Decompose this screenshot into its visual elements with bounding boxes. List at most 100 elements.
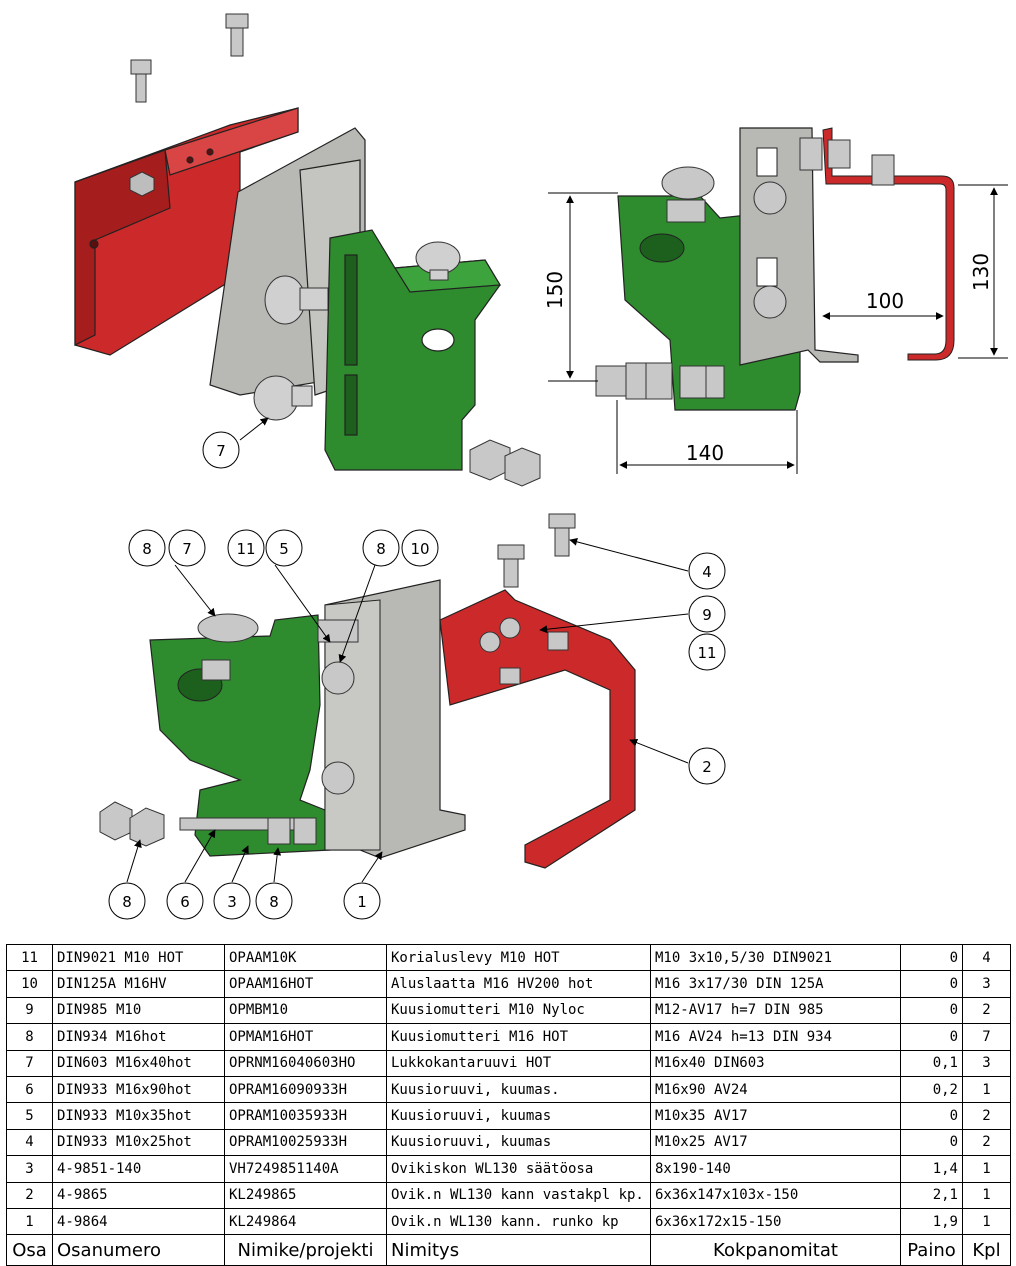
bom-header-paino: Paino <box>900 1234 963 1266</box>
callout-label: 6 <box>180 893 190 911</box>
bom-cell-osanumero: DIN125A M16HV <box>52 970 225 998</box>
bom-cell-nimitys: Kuusiomutteri M16 HOT <box>386 1023 651 1051</box>
bom-cell-osa: 5 <box>6 1102 53 1130</box>
callout-label: 7 <box>216 442 226 460</box>
callout-label: 11 <box>697 644 716 662</box>
bom-cell-kokpanomitat: 6x36x147x103x-150 <box>650 1181 901 1209</box>
bom-cell-paino: 1,4 <box>900 1155 963 1183</box>
bom-cell-kokpanomitat: 8x190-140 <box>650 1155 901 1183</box>
bom-cell-osanumero: 4-9864 <box>52 1207 225 1236</box>
bom-cell-nimitys: Ovik.n WL130 kann vastakpl kp. <box>386 1181 651 1209</box>
bom-cell-nimitys: Lukkokantaruuvi HOT <box>386 1049 651 1077</box>
bom-cell-kokpanomitat: M12-AV17 h=7 DIN 985 <box>650 996 901 1025</box>
red-bracket <box>439 589 636 869</box>
bom-cell-nimike: OPRAM16090933H <box>224 1075 387 1104</box>
bom-header-osanumero: Osanumero <box>52 1234 225 1266</box>
bom-cell-nimike: OPMAM16HOT <box>224 1023 387 1051</box>
bom-cell-paino: 0,1 <box>900 1049 963 1077</box>
bom-cell-osanumero: DIN933 M10x35hot <box>52 1102 225 1130</box>
bom-header-row: Osa Osanumero Nimike/projekti Nimitys Ko… <box>6 1234 1011 1266</box>
bom-cell-nimike: KL249865 <box>224 1181 387 1209</box>
dimension-lines <box>548 184 1008 474</box>
bom-cell-osanumero: 4-9865 <box>52 1181 225 1209</box>
red-bracket <box>74 107 299 356</box>
bom-cell-kpl: 2 <box>962 996 1011 1025</box>
bom-cell-kokpanomitat: M16 AV24 h=13 DIN 934 <box>650 1023 901 1051</box>
callout-leaders <box>126 537 689 883</box>
bom-cell-osanumero: 4-9851-140 <box>52 1155 225 1183</box>
bom-cell-kpl: 4 <box>962 943 1011 972</box>
bom-header-osa: Osa <box>6 1234 53 1266</box>
exploded-view-top: 7 <box>74 13 541 487</box>
bom-cell-osanumero: DIN985 M10 <box>52 996 225 1025</box>
bom-cell-nimike: OPRAM10025933H <box>224 1128 387 1157</box>
bom-cell-paino: 0,2 <box>900 1075 963 1104</box>
bom-cell-osa: 1 <box>6 1207 53 1236</box>
bom-cell-paino: 0 <box>900 970 963 998</box>
bom-cell-kokpanomitat: M16x90 AV24 <box>650 1075 901 1104</box>
bom-cell-kokpanomitat: M10x25 AV17 <box>650 1128 901 1157</box>
bom-cell-nimitys: Aluslaatta M16 HV200 hot <box>386 970 651 998</box>
bom-cell-osa: 3 <box>6 1155 53 1183</box>
hardware <box>99 513 576 847</box>
bom-cell-nimike: KL249864 <box>224 1207 387 1236</box>
bom-cell-osanumero: DIN9021 M10 HOT <box>52 943 225 972</box>
callout-label: 11 <box>236 540 255 558</box>
bom-cell-kpl: 3 <box>962 1049 1011 1077</box>
bom-cell-nimitys: Korialuslevy M10 HOT <box>386 943 651 972</box>
bom-cell-osa: 2 <box>6 1181 53 1209</box>
bom-cell-paino: 0 <box>900 1023 963 1051</box>
bom-cell-nimitys: Kuusioruuvi, kuumas. <box>386 1075 651 1104</box>
bom-cell-kpl: 1 <box>962 1075 1011 1104</box>
bom-cell-nimitys: Ovik.n WL130 kann. runko kp <box>386 1207 651 1236</box>
callout-label: 10 <box>410 540 429 558</box>
bom-cell-osanumero: DIN933 M16x90hot <box>52 1075 225 1104</box>
bom-cell-kpl: 1 <box>962 1155 1011 1183</box>
nut <box>129 171 155 197</box>
bom-cell-osanumero: DIN934 M16hot <box>52 1023 225 1051</box>
bom-cell-nimike: OPAAM10K <box>224 943 387 972</box>
green-bracket <box>324 229 502 471</box>
bom-header-kokpanomitat: Kokpanomitat <box>650 1234 901 1266</box>
carriage-bolt <box>253 275 329 421</box>
bom-cell-nimike: VH7249851140A <box>224 1155 387 1183</box>
bom-cell-kpl: 7 <box>962 1023 1011 1051</box>
bom-cell-kokpanomitat: M16 3x17/30 DIN 125A <box>650 970 901 998</box>
bom-cell-nimike: OPAAM16HOT <box>224 970 387 998</box>
bom-cell-kpl: 1 <box>962 1207 1011 1236</box>
bom-cell-osa: 4 <box>6 1128 53 1157</box>
bom-header-nimike: Nimike/projekti <box>224 1234 387 1266</box>
callout-label: 9 <box>702 606 712 624</box>
red-bracket <box>822 127 955 361</box>
bom-header-kpl: Kpl <box>962 1234 1011 1266</box>
callout-label: 7 <box>182 540 192 558</box>
bom-cell-osa: 7 <box>6 1049 53 1077</box>
bom-header-nimitys: Nimitys <box>386 1234 651 1266</box>
bom-cell-nimitys: Kuusioruuvi, kuumas <box>386 1128 651 1157</box>
assembly-drawing: 7 <box>74 13 1008 920</box>
bom-cell-kpl: 1 <box>962 1181 1011 1209</box>
carriage-bolt <box>415 241 461 281</box>
bom-cell-paino: 0 <box>900 1128 963 1157</box>
bom-cell-osanumero: DIN603 M16x40hot <box>52 1049 225 1077</box>
callout-labels: 8 7 11 5 8 10 4 9 11 2 8 6 3 8 1 <box>122 540 716 911</box>
bom-cell-nimitys: Ovikiskon WL130 säätöosa <box>386 1155 651 1183</box>
bom-cell-kpl: 2 <box>962 1102 1011 1130</box>
bom-cell-paino: 2,1 <box>900 1181 963 1209</box>
callout-label: 1 <box>357 893 367 911</box>
callout-label: 4 <box>702 563 712 581</box>
bolt <box>130 13 249 103</box>
bom-cell-nimike: OPMBM10 <box>224 996 387 1025</box>
bom-cell-kokpanomitat: M16x40 DIN603 <box>650 1049 901 1077</box>
dimension-width-bottom: 140 <box>686 441 724 465</box>
bom-cell-kokpanomitat: M10x35 AV17 <box>650 1102 901 1130</box>
